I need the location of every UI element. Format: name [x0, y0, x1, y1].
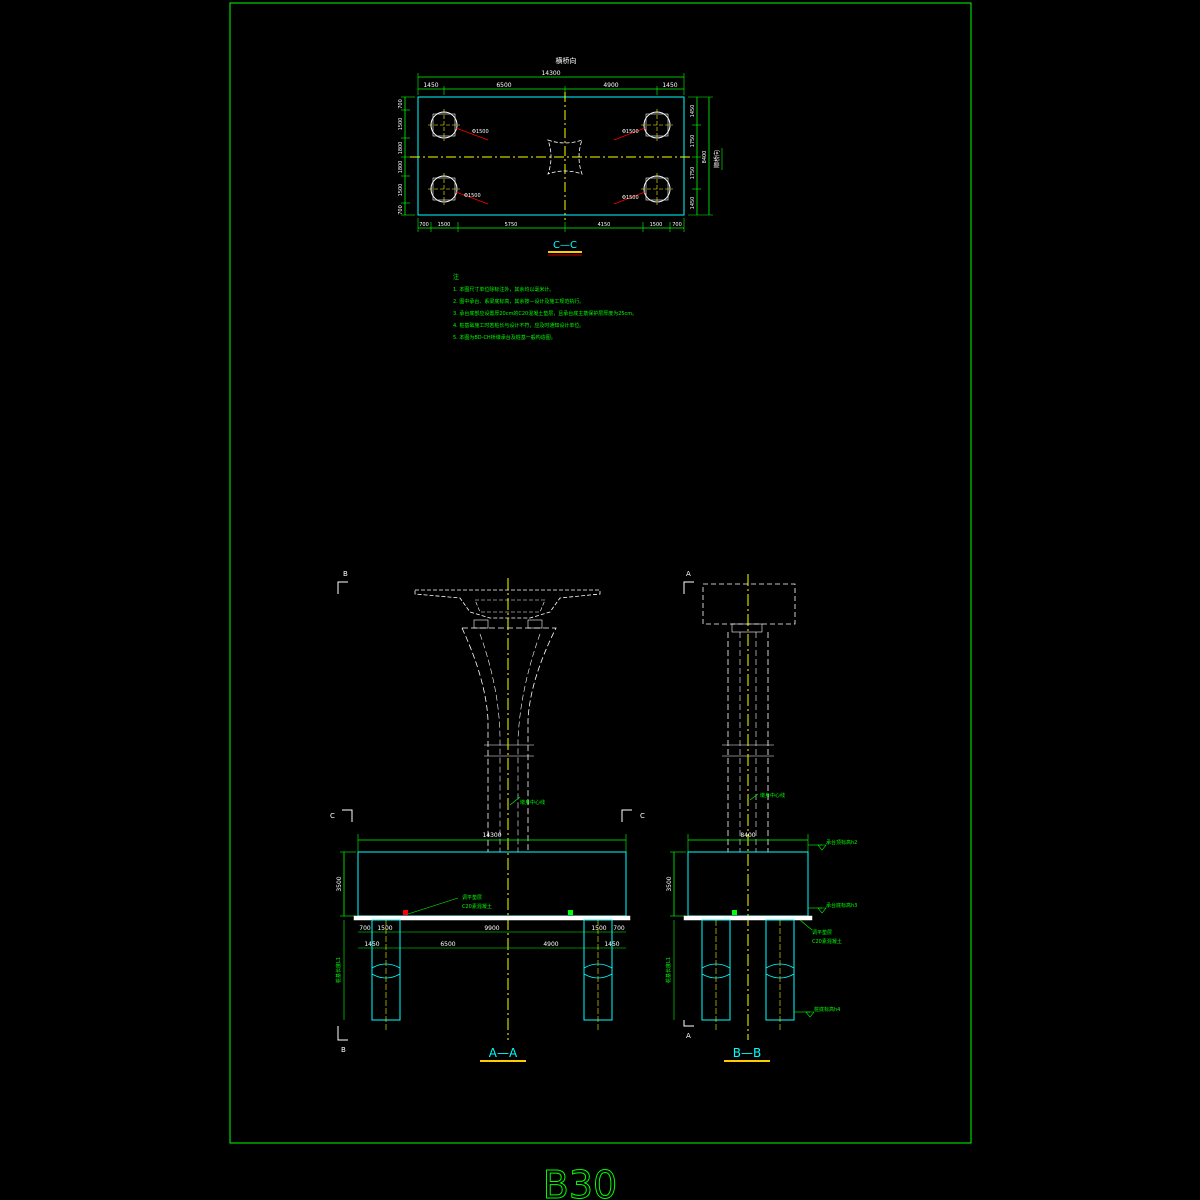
- sheet-frame: [229, 2, 972, 1144]
- section-b-pile-right: [765, 919, 795, 1030]
- plan-bottom-dim-6: 700: [672, 222, 682, 228]
- section-a-pile-dim-8: 4900: [543, 941, 558, 948]
- plan-pile-1: Φ1500: [428, 109, 489, 141]
- section-a-title: A—A: [489, 1046, 518, 1060]
- plan-bottom-dim-3: 5750: [505, 222, 518, 228]
- plan-left-dim-5: 1500: [398, 184, 404, 197]
- section-a-pile-dim-5: 700: [613, 925, 625, 932]
- plan-bottom-dim-1: 700: [419, 222, 429, 228]
- section-a-pile-dim-7: 6500: [440, 941, 455, 948]
- section-b-title: B—B: [733, 1046, 761, 1060]
- plan-pile-label-2: Φ1500: [622, 129, 639, 135]
- section-a-cut-c-right: C: [640, 812, 645, 820]
- section-b-height: 3500: [666, 876, 673, 891]
- plan-left-dim-2: 1500: [398, 118, 404, 131]
- section-a-height: 3500: [336, 876, 343, 891]
- section-b-pile-length: 桩基长度L1: [665, 957, 672, 983]
- plan-overall-dim: 14300: [541, 70, 560, 77]
- plan-pile-3: Φ1500: [428, 173, 489, 205]
- plan-bottom-dim-2: 1500: [438, 222, 451, 228]
- plan-right-label: 顺桥向: [713, 150, 721, 168]
- section-a-pile-dim-1: 700: [359, 925, 371, 932]
- section-b-pile-left: [701, 919, 731, 1030]
- section-b-pile-tip: 桩底标高h4: [814, 1006, 840, 1013]
- plan-footing-outline: [417, 96, 685, 216]
- plan-top-dim-1: 1450: [423, 82, 438, 89]
- plan-pile-label-4: Φ1500: [622, 195, 639, 201]
- plan-pile-label-1: Φ1500: [472, 129, 489, 135]
- section-a-view: B B C C 墩身中心线 14300 3500: [330, 570, 645, 1062]
- plan-pile-2: Φ1500: [613, 109, 673, 141]
- section-b-cushion-label-1: 调平垫层: [812, 929, 832, 936]
- section-a-girder: [414, 589, 601, 619]
- section-a-center-label: 墩身中心线: [520, 799, 545, 806]
- section-b-elev-bottom: 承台底标高h3: [826, 902, 857, 909]
- section-a-overall: 14300: [482, 832, 501, 839]
- section-b-center-label: 墩身中心线: [760, 792, 785, 799]
- note-2: 2. 图中承台、系梁底标高，其余按—设计及施工规范执行。: [453, 298, 584, 305]
- plan-pile-label-3: Φ1500: [464, 193, 481, 199]
- section-b-cushion: [683, 915, 813, 921]
- section-a-pile-dim-3: 9900: [484, 925, 499, 932]
- section-a-pier: [461, 627, 557, 852]
- section-b-cushion-label-2: C20素混凝土: [812, 938, 842, 945]
- section-a-pile-length: 桩基长度L1: [335, 957, 342, 983]
- note-5: 5. 本图为BD-CH桥墩承台及桩基一般构造图。: [453, 334, 556, 341]
- plan-right-dim-1: 1450: [690, 105, 696, 118]
- plan-c-view: 横桥向 14300 1450 6500 4900 1450 Φ1500: [398, 56, 723, 256]
- plan-left-dim-6: 700: [398, 205, 404, 215]
- section-b-cut-a-bottom: A: [686, 1032, 691, 1040]
- section-a-cushion: [353, 915, 631, 921]
- section-b-cut-a-top: A: [686, 570, 691, 578]
- plan-right-dim-4: 1450: [690, 197, 696, 210]
- section-a-cut-b-bottom: B: [341, 1046, 346, 1054]
- section-a-cut-c-left: C: [330, 812, 335, 820]
- plan-left-dim-4: 1800: [398, 161, 404, 174]
- plan-right-dim-2: 1750: [690, 135, 696, 148]
- plan-title: C—C: [553, 240, 577, 251]
- section-a-pile-left: [371, 919, 401, 1030]
- notes-heading: 注: [453, 273, 459, 281]
- plan-bottom-dim-4: 4150: [598, 222, 611, 228]
- section-b-view: A A 墩身中心线 8400 3500 承台顶标高h2: [665, 570, 857, 1062]
- plan-left-dim-3: 1800: [398, 142, 404, 155]
- plan-bottom-dim-5: 1500: [650, 222, 663, 228]
- plan-pile-4: Φ1500: [613, 173, 673, 205]
- plan-left-dim-1: 700: [398, 99, 404, 109]
- notes-block: 注 1. 本图尺寸单位除标注外，其余均以毫米计。 2. 图中承台、系梁底标高，其…: [453, 273, 637, 341]
- note-3: 3. 承台底部应设置厚20cm的C20混凝土垫层，且承台底主筋保护层厚度为25c…: [453, 310, 637, 317]
- section-a-pile-dim-4: 1500: [591, 925, 606, 932]
- plan-top-dim-3: 4900: [603, 82, 618, 89]
- section-a-cut-b-top: B: [343, 570, 348, 578]
- note-1: 1. 本图尺寸单位除标注外，其余均以毫米计。: [453, 286, 554, 293]
- section-a-pile-dim-2: 1500: [377, 925, 392, 932]
- section-a-pile-right: [583, 919, 613, 1030]
- sheet-label: B30: [543, 1163, 617, 1200]
- section-b-elev-top: 承台顶标高h2: [826, 839, 857, 846]
- section-a-cushion-label-2: C20素混凝土: [462, 903, 492, 910]
- plan-pier-outline: [547, 139, 583, 175]
- plan-right-overall: 8400: [702, 151, 708, 164]
- plan-top-dim-4: 1450: [662, 82, 677, 89]
- plan-top-dim-2: 6500: [496, 82, 511, 89]
- section-b-girder: [702, 583, 796, 625]
- section-a-footing: [357, 851, 627, 917]
- plan-top-label: 横桥向: [556, 56, 577, 65]
- plan-right-dim-3: 1750: [690, 167, 696, 180]
- note-4: 4. 桩基础施工时若桩长与设计不符，应及时通知设计单位。: [453, 322, 584, 329]
- section-a-cushion-label-1: 调平垫层: [462, 894, 482, 901]
- section-b-overall: 8400: [740, 832, 755, 839]
